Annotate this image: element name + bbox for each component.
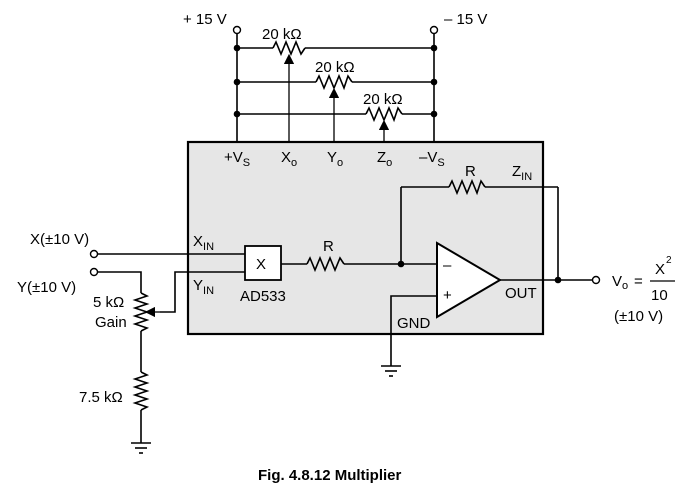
xin-pin-label: XIN (193, 233, 214, 253)
input-resistor (306, 255, 345, 273)
output-formula: Vo = X 2 10 (±10 V) (612, 255, 675, 325)
svg-text:X: X (655, 261, 665, 278)
gain-pot-value: 5 kΩ (93, 294, 124, 311)
out-pin-label: OUT (505, 285, 537, 302)
svg-text:=: = (634, 273, 643, 290)
x-input-terminal (89, 249, 99, 259)
y-input-wire (98, 271, 142, 293)
opamp-plus-label: + (443, 287, 452, 304)
zo-trim-resistor (365, 105, 403, 123)
yin-pin-label: YIN (193, 277, 214, 297)
ground-symbol-right (381, 365, 401, 377)
output-terminal (591, 275, 601, 285)
r2-value: 20 kΩ (315, 59, 355, 76)
pin-yo-label: Yo (327, 149, 343, 169)
bottom-resistor-value: 7.5 kΩ (79, 389, 123, 406)
ground-symbol-left (131, 442, 151, 454)
gain-potentiometer (132, 292, 150, 332)
pin-zo-label: Zo (377, 149, 392, 169)
feedback-r-label: R (465, 163, 476, 180)
pin-vs-pos-label: +VS (224, 149, 250, 169)
r1-value: 20 kΩ (262, 26, 302, 43)
y-input-terminal (89, 267, 99, 277)
zin-label: ZIN (512, 163, 532, 183)
yo-trim-resistor (315, 73, 353, 91)
neg-supply-label: – 15 V (444, 11, 487, 28)
gain-pot-label: Gain (95, 314, 127, 331)
pin-xo-label: Xo (281, 149, 297, 169)
neg-supply-terminal (429, 25, 439, 35)
pin-vs-neg-label: –VS (419, 149, 445, 169)
input-r-label: R (323, 238, 334, 255)
bottom-resistor (132, 371, 150, 411)
junction-dots (233, 44, 438, 118)
multiplier-block (244, 245, 282, 281)
pos-supply-label: + 15 V (183, 11, 227, 28)
svg-text:10: 10 (651, 287, 668, 304)
svg-text:Vo: Vo (612, 273, 628, 292)
x-input-label: X(±10 V) (30, 231, 89, 248)
opamp-minus-label: – (443, 257, 452, 274)
summing-junction-dot (397, 260, 405, 268)
xo-trim-resistor (272, 39, 306, 57)
supply-wiring (236, 32, 435, 142)
r3-value: 20 kΩ (363, 91, 403, 108)
part-name-label: AD533 (240, 288, 286, 305)
yin-wire (160, 271, 245, 313)
gnd-label: GND (397, 315, 431, 332)
y-input-label: Y(±10 V) (17, 279, 76, 296)
ad533-chip-body (186, 140, 545, 336)
multiplier-symbol: X (256, 256, 266, 273)
output-junction-dot (554, 276, 562, 284)
feedback-resistor (448, 178, 486, 196)
svg-text:2: 2 (666, 255, 672, 266)
figure-caption: Fig. 4.8.12 Multiplier (258, 467, 402, 484)
opamp-plus-to-ground-wire (390, 295, 437, 366)
svg-text:(±10 V): (±10 V) (614, 308, 663, 325)
op-amp-triangle (436, 241, 502, 319)
pos-supply-terminal (232, 25, 242, 35)
